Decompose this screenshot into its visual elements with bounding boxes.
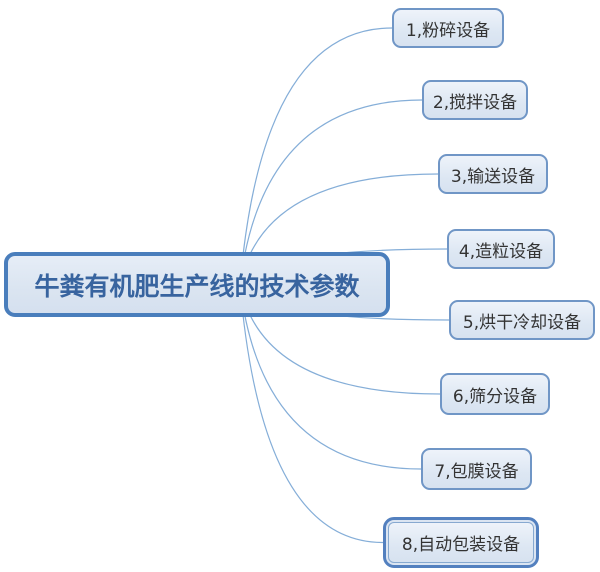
subtopic-label: 7,包膜设备: [434, 461, 519, 482]
subtopic-label: 8,自动包装设备: [401, 535, 521, 555]
connector-curve: [239, 284, 384, 544]
central-topic-node[interactable]: 牛粪有机肥生产线的技术参数: [4, 252, 390, 317]
subtopic-node-7[interactable]: 7,包膜设备: [421, 448, 532, 490]
subtopic-label: 6,筛分设备: [452, 386, 538, 407]
connector-curve: [239, 99, 423, 286]
connector-curve: [239, 27, 393, 286]
central-topic-label: 牛粪有机肥生产线的技术参数: [34, 271, 360, 301]
subtopic-label: 5,烘干冷却设备: [462, 312, 582, 333]
subtopic-node-3[interactable]: 3,输送设备: [438, 154, 548, 194]
connector-curve: [239, 284, 422, 470]
subtopic-node-4[interactable]: 4,造粒设备: [447, 229, 555, 269]
subtopic-label: 2,搅拌设备: [432, 92, 518, 113]
subtopic-node-8[interactable]: 8,自动包装设备: [383, 517, 539, 568]
subtopic-label: 3,输送设备: [450, 166, 536, 187]
subtopic-selected-inner-box: 8,自动包装设备: [388, 522, 534, 563]
subtopic-node-1[interactable]: 1,粉碎设备: [392, 8, 504, 48]
subtopic-node-5[interactable]: 5,烘干冷却设备: [449, 300, 595, 340]
subtopic-label: 1,粉碎设备: [405, 20, 491, 41]
subtopic-label: 4,造粒设备: [458, 241, 544, 262]
subtopic-node-6[interactable]: 6,筛分设备: [440, 373, 550, 415]
subtopic-node-2[interactable]: 2,搅拌设备: [422, 80, 528, 120]
